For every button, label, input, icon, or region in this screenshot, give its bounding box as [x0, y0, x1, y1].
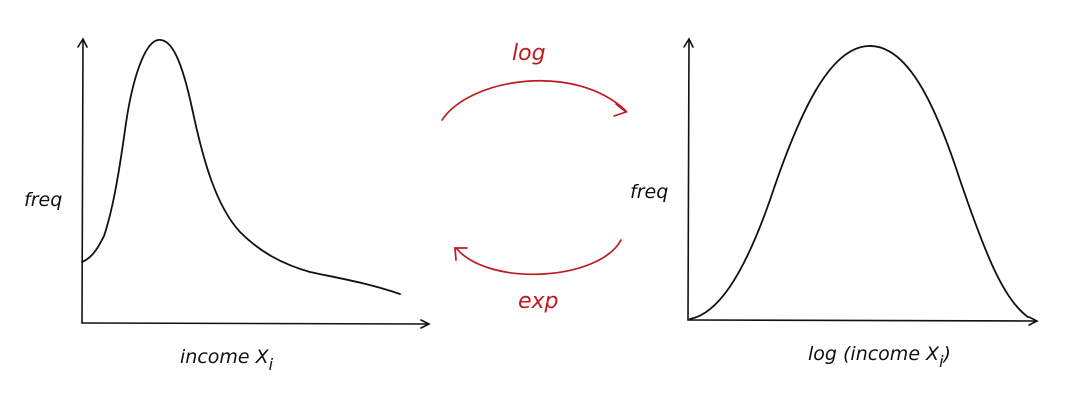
exp-label: exp	[518, 289, 559, 314]
right-x-axis-arrowhead	[1028, 316, 1039, 326]
right-x-axis-label: log (income Xi)	[808, 343, 951, 371]
right-y-axis-label: freq	[630, 181, 668, 203]
log-arrow	[441, 79, 628, 121]
right-y-axis	[683, 37, 694, 321]
left-skewed-curve	[81, 39, 401, 295]
transform-arrows: log exp	[441, 41, 628, 314]
log-arrowhead	[613, 103, 628, 117]
left-y-axis-arrowhead	[77, 37, 88, 48]
right-bell-curve	[689, 45, 1029, 320]
left-x-subscript: i	[269, 355, 274, 374]
left-x-axis-arrowhead	[420, 319, 431, 329]
exp-arrowhead	[454, 247, 468, 261]
right-x-subscript: i	[939, 352, 944, 371]
left-x-axis-label: income Xi	[180, 346, 274, 374]
right-x-label-close: )	[942, 343, 951, 365]
right-y-axis-arrowhead	[683, 37, 694, 48]
left-panel: freq income Xi	[24, 37, 431, 374]
left-y-axis	[77, 37, 88, 324]
exp-arrow	[454, 239, 622, 276]
right-panel: freq log (income Xi)	[630, 37, 1039, 371]
left-y-axis-label: freq	[24, 189, 62, 211]
right-x-axis	[687, 316, 1039, 326]
log-label: log	[512, 41, 546, 66]
left-x-axis	[81, 319, 431, 329]
